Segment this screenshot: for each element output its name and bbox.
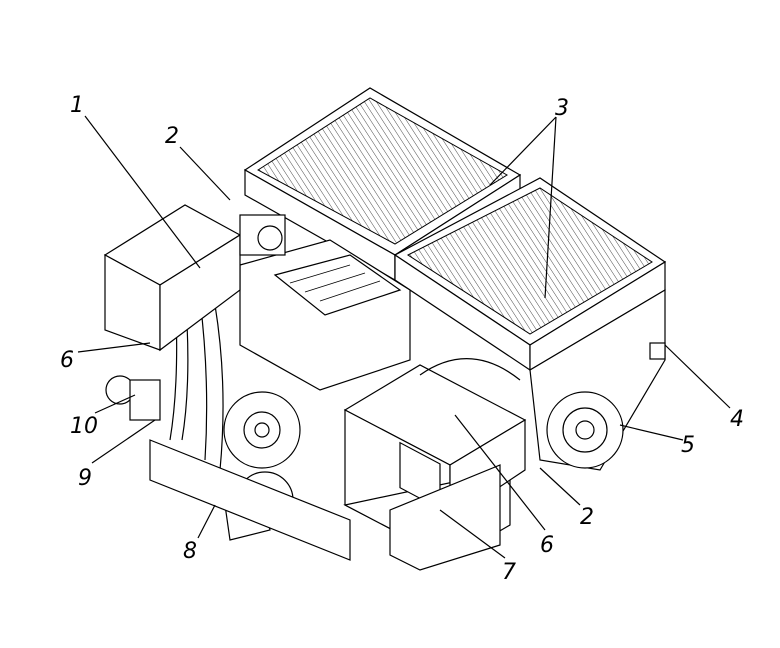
callout-6-left: 6: [60, 348, 74, 373]
callout-3: 3: [555, 96, 569, 121]
gearbox: [419, 288, 666, 471]
callout-4: 4: [730, 407, 744, 432]
callout-7: 7: [502, 560, 516, 585]
callout-2-top: 2: [165, 124, 179, 149]
callout-1: 1: [70, 93, 84, 118]
right-tank: [343, 364, 527, 571]
callout-5: 5: [681, 433, 695, 458]
left-tank: [103, 204, 286, 421]
engine-block: [149, 239, 411, 561]
radiator-front: [393, 177, 667, 372]
callout-8: 8: [183, 539, 197, 564]
callout-10: 10: [70, 414, 98, 439]
leader-lines: [77, 115, 731, 559]
callout-2-bottom: 2: [580, 505, 594, 530]
callout-6-right: 6: [540, 533, 554, 558]
callout-9: 9: [78, 466, 92, 491]
